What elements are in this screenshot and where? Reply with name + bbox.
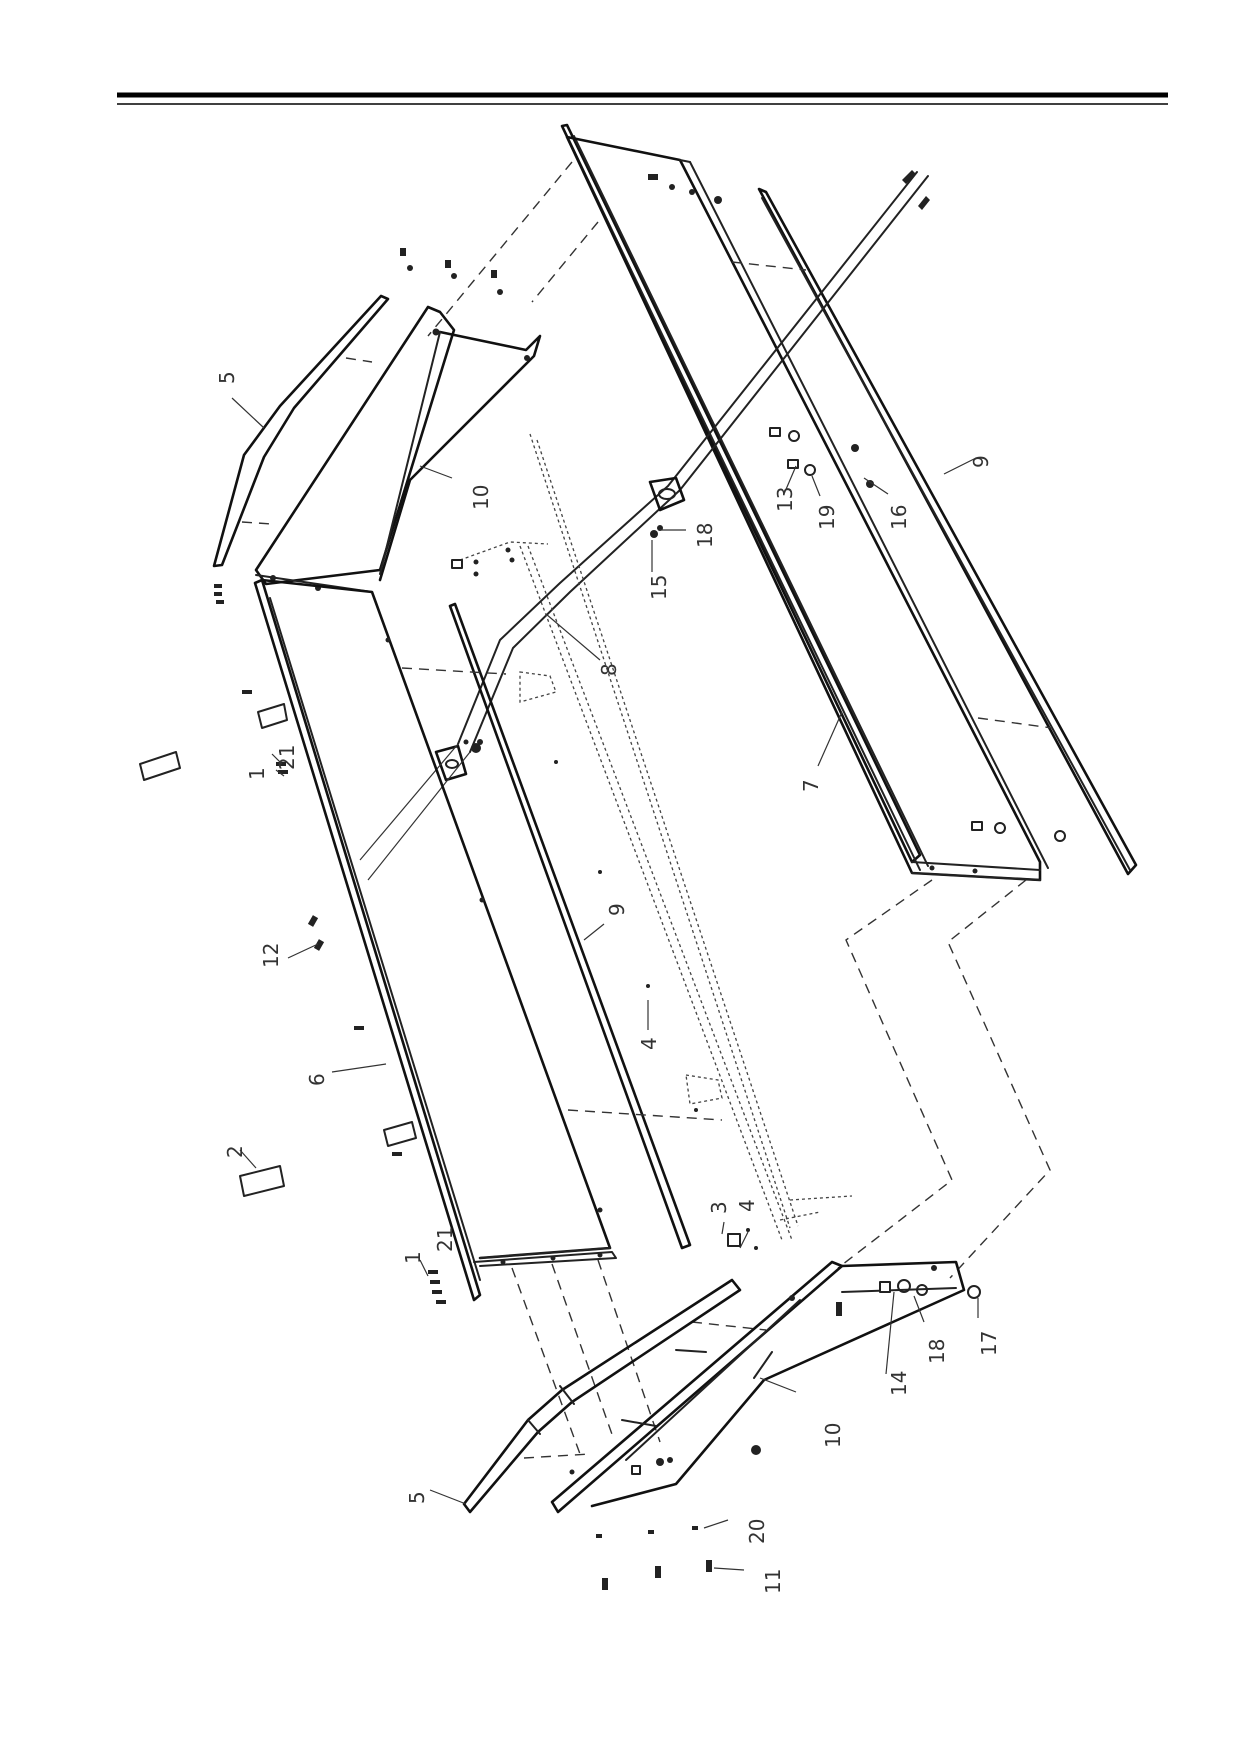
pin-lower: [239, 1121, 417, 1197]
callout-20: 20: [745, 1519, 769, 1544]
rail-middle: [448, 602, 692, 1250]
callout-8: 8: [597, 663, 621, 676]
callout-3: 3: [707, 1201, 731, 1214]
rail-right: [757, 187, 1138, 876]
callout-18-upper: 18: [693, 523, 717, 548]
callout-6: 6: [305, 1073, 329, 1086]
top-rail-upper: [212, 294, 390, 568]
side-panel-left: [253, 578, 617, 1302]
hardware: [214, 174, 1066, 1590]
callouts: 5 10 9 13 19 16 18 15 8 7 1 21 12 9 4 6 …: [215, 371, 1001, 1594]
callout-2: 2: [223, 1145, 247, 1158]
assembly-lines: [241, 161, 1053, 1459]
callout-1-upper: 1: [245, 767, 269, 780]
leader-lines: [231, 397, 979, 1571]
callout-11: 11: [761, 1569, 785, 1594]
end-panel-upper: [254, 305, 542, 593]
side-panel-right: [560, 123, 1049, 882]
callout-14: 14: [887, 1371, 911, 1396]
callout-5-upper: 5: [215, 371, 239, 384]
callout-21-upper: 21: [275, 745, 299, 770]
callout-10-upper: 10: [469, 485, 493, 510]
callout-1-lower: 1: [401, 1251, 425, 1264]
callout-21-lower: 21: [433, 1227, 457, 1252]
callout-13: 13: [773, 487, 797, 512]
cross-bar: [359, 170, 930, 881]
top-rail-lower: [462, 1278, 742, 1514]
hidden-frame: [459, 433, 853, 1241]
callout-15: 15: [647, 575, 671, 600]
callout-10-lower: 10: [821, 1423, 845, 1448]
callout-5-lower: 5: [405, 1491, 429, 1504]
callout-16: 16: [887, 505, 911, 530]
callout-7: 7: [799, 779, 823, 792]
callout-4-upper: 4: [637, 1037, 661, 1050]
callout-9-middle: 9: [605, 903, 629, 916]
pin-upper: [139, 703, 288, 781]
callout-9-right: 9: [969, 455, 993, 468]
callout-12: 12: [259, 943, 283, 968]
callout-19: 19: [815, 505, 839, 530]
callout-4-lower: 4: [735, 1199, 759, 1212]
callout-18-lower: 18: [925, 1339, 949, 1364]
callout-17: 17: [977, 1331, 1001, 1356]
header-rule: [117, 92, 1168, 105]
